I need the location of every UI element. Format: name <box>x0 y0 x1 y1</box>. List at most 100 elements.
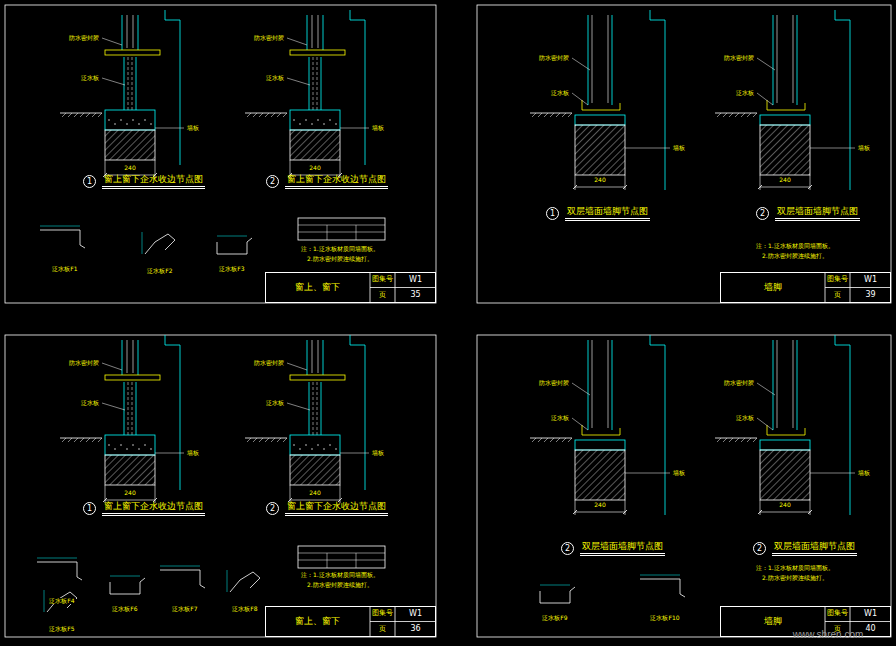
callout-text: 泛水板F10 <box>649 615 680 621</box>
dimension-tick <box>808 185 812 189</box>
sill-beam <box>290 110 340 130</box>
wall-panel <box>588 15 589 105</box>
title-block-line <box>370 621 436 622</box>
title-block: 墙脚图集号W1页39 <box>720 272 891 303</box>
dimension-line <box>110 576 140 577</box>
ground-hatch <box>741 113 745 117</box>
ground-hatch <box>259 113 263 117</box>
ground-hatch <box>735 113 739 117</box>
callout-text: 防水密封胶 <box>723 55 755 61</box>
detail-title: 2双层墙面墙脚节点图 <box>756 207 860 221</box>
table-rule <box>298 553 385 554</box>
concrete-dot <box>138 448 139 449</box>
leader-line <box>757 418 773 430</box>
detail-title-text: 双层墙面墙脚节点图 <box>775 207 860 221</box>
concrete-dot <box>329 444 330 445</box>
concrete-dot <box>323 448 324 449</box>
wall-line <box>165 335 180 490</box>
leader-line <box>287 363 307 370</box>
head-flashing <box>290 375 345 380</box>
title-block: 窗上、窗下图集号W1页36 <box>265 606 436 637</box>
table-rule <box>356 225 357 240</box>
ground-hatch <box>717 438 721 442</box>
callout-text: 240 <box>308 165 321 171</box>
title-block-text: 页 <box>370 622 395 638</box>
title-block-text: 图集号 <box>825 606 850 622</box>
head-flashing <box>105 375 160 380</box>
ground-hatch <box>556 438 560 442</box>
detail-title: 2双层墙面墙脚节点图 <box>561 542 665 556</box>
window-frame <box>309 382 310 435</box>
ground-hatch <box>538 113 542 117</box>
callout-text: 墙板 <box>186 125 200 131</box>
dimension-line <box>44 590 45 612</box>
callout-text: 泛水板F7 <box>171 606 198 612</box>
ground-hatch <box>544 438 548 442</box>
leader-line <box>102 363 122 370</box>
fixing-bolt <box>128 382 129 435</box>
sheet-frame <box>5 5 436 303</box>
callout-text: 注：1.泛水板材质同墙面板。 <box>755 565 835 571</box>
window-glass <box>318 15 319 48</box>
ring-beam <box>760 115 810 125</box>
dimension-line <box>760 512 810 513</box>
table-rule <box>298 225 385 226</box>
dimension-line <box>105 500 155 501</box>
concrete-dot <box>317 119 318 120</box>
ground-hatch <box>265 438 269 442</box>
callout-text: 240 <box>778 502 791 508</box>
wall-panel <box>773 340 774 430</box>
window-glass <box>312 15 313 48</box>
leader-line <box>340 453 369 454</box>
concrete-dot <box>305 444 306 445</box>
callout-text: 240 <box>593 177 606 183</box>
title-block-text: 36 <box>395 622 436 638</box>
leader-line <box>757 93 773 105</box>
title-block-text: 图集号 <box>370 272 395 288</box>
callout-text: 墙板 <box>371 125 385 131</box>
wall-panel-inner <box>592 15 593 103</box>
concrete-dot <box>132 119 133 120</box>
concrete-dot <box>293 119 294 120</box>
callout-text: 泛水板 <box>550 415 570 421</box>
dimension-tick <box>758 510 762 514</box>
callout-text: 泛水板 <box>80 75 100 81</box>
callout-text: 墙板 <box>672 470 686 476</box>
ground-hatch <box>717 113 721 117</box>
detail-title: 2窗上窗下企水收边节点图 <box>266 175 388 189</box>
callout-text: 泛水板F6 <box>111 606 138 612</box>
head-flashing <box>105 50 160 55</box>
ground-hatch <box>556 113 560 117</box>
title-block-text: 图集号 <box>825 272 850 288</box>
callout-text: 2.防水密封胶连续施打。 <box>306 256 374 262</box>
wall-panel-inner <box>793 340 794 428</box>
title-block-text: 35 <box>395 288 436 304</box>
dimension-tick <box>573 185 577 189</box>
masonry-hatch <box>760 125 810 175</box>
fixing-bolt <box>317 57 318 110</box>
detail-title: 1双层墙面墙脚节点图 <box>546 207 650 221</box>
callout-text: 防水密封胶 <box>538 380 570 386</box>
sill-beam <box>105 110 155 130</box>
callout-text: 防水密封胶 <box>723 380 755 386</box>
wall-line <box>835 335 850 515</box>
dimension-line <box>142 232 143 254</box>
concrete-dot <box>299 123 300 124</box>
ground-hatch <box>747 438 751 442</box>
schedule-table <box>298 546 385 568</box>
dimension-line <box>760 187 810 188</box>
ground-hatch <box>562 438 566 442</box>
window-glass <box>312 340 313 373</box>
title-block-text: W1 <box>850 606 891 622</box>
window-frame <box>321 382 322 435</box>
callout-text: 注：1.泛水板材质同墙面板。 <box>300 572 380 578</box>
wall-line <box>835 10 850 190</box>
wall-panel <box>797 15 798 105</box>
concrete-dot <box>114 123 115 124</box>
ground-hatch <box>747 113 751 117</box>
concrete-dot <box>293 444 294 445</box>
dimension-line <box>217 236 247 237</box>
dimension-tick <box>758 185 762 189</box>
leader-line <box>757 383 775 395</box>
sill-beam <box>105 435 155 455</box>
